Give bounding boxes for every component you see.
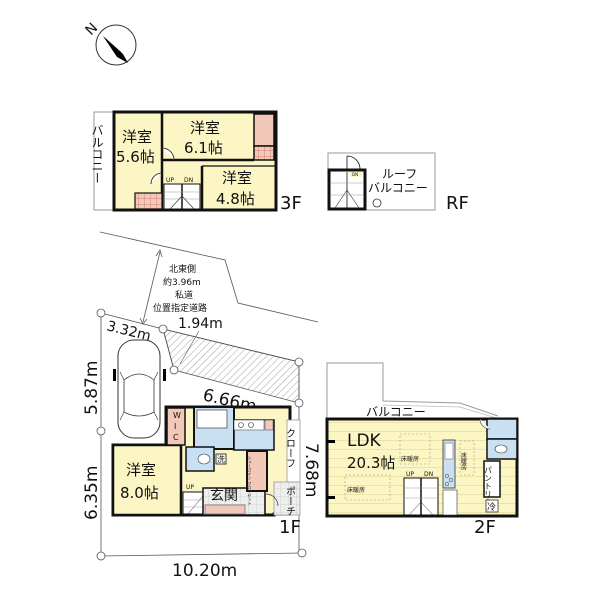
- dim-left-lower: 6.35m: [82, 466, 102, 520]
- washroom-mark: 洗: [217, 454, 225, 464]
- room-1f-8: [111, 443, 183, 517]
- room-3f-b-size: 6.1帖: [184, 139, 223, 157]
- balcony-3f-label: バルコニー: [90, 124, 104, 184]
- washroom-2f: [486, 418, 518, 440]
- stove-icon: [444, 473, 450, 479]
- stairs-3f-dn: DN: [184, 177, 193, 184]
- survey-point: [96, 551, 106, 561]
- floor-heating-area: [344, 474, 391, 501]
- pantry: [483, 460, 501, 498]
- floor-rf: DN ルーフ バルコニー RF: [327, 152, 469, 214]
- survey-point: [96, 308, 106, 318]
- room-3f-c-name: 洋室: [222, 169, 252, 187]
- walk-in-closet: [166, 407, 186, 446]
- road-label-4: 位置指定道路: [153, 302, 207, 314]
- fridge-icon: [485, 499, 499, 513]
- survey-point: [294, 357, 304, 367]
- closet-3f-a: [253, 113, 275, 147]
- floor-1f: W I C 洗 UP 玄関 シューズイン クローゼット クローフ: [111, 405, 301, 538]
- shoes-in-closet: [246, 450, 268, 492]
- road-boundary: [99, 231, 319, 323]
- toilet-icon: [494, 444, 508, 454]
- floor-1f-label: 1F: [279, 517, 301, 538]
- drain-icon: [372, 198, 382, 208]
- ldk-size: 20.3帖: [347, 454, 395, 472]
- floor-3f-label: 3F: [280, 193, 302, 214]
- room-1f-name: 洋室: [126, 461, 156, 479]
- roof-balcony-label-2: バルコニー: [368, 181, 428, 195]
- floor-3f: バルコニー UP DN 洋室 5.6帖 洋室 6.1帖 洋室 4.8帖 3F: [90, 110, 302, 214]
- wic-c: C: [173, 433, 179, 442]
- road-label-1: 北東側: [169, 263, 196, 275]
- road-label-2: 約3.96m: [163, 276, 201, 288]
- sink-icon: [248, 422, 254, 428]
- survey-point: [169, 365, 179, 375]
- porch-label: ポーチ: [284, 486, 296, 516]
- wic-w: W: [173, 411, 181, 420]
- sink-icon: [238, 422, 244, 428]
- room-3f-a-name: 洋室: [122, 128, 152, 146]
- pantry-label: パントリー: [484, 466, 493, 506]
- dim-top-mid: 1.94m: [178, 316, 223, 332]
- roof-balcony-label-1: ルーフ: [382, 167, 417, 181]
- floor-2f-label: 2F: [474, 517, 496, 538]
- shoes-closet-label: シューズイン クローゼット: [248, 456, 253, 506]
- survey-point: [96, 426, 106, 436]
- kitchen-sink-icon: [444, 442, 454, 460]
- dim-left-upper: 5.87m: [82, 361, 102, 415]
- entrance-label: 玄関: [210, 487, 238, 504]
- dim-bottom: 10.20m: [172, 561, 237, 581]
- car-icon: [113, 339, 166, 439]
- room-3f-c-size: 4.8帖: [216, 190, 255, 208]
- stairs-3f-up: UP: [166, 177, 174, 184]
- road-label-3: 私道: [175, 289, 193, 301]
- stairs-rf-dn: DN: [352, 172, 358, 177]
- dim-right: 7.68m: [301, 443, 321, 497]
- floor-heating-3: 床暖房: [460, 451, 467, 471]
- balcony-2f-label: バルコニー: [366, 405, 426, 419]
- room-1f-size: 8.0帖: [120, 484, 159, 502]
- closet-1f-label: クローフ: [284, 428, 295, 468]
- survey-point: [297, 548, 307, 558]
- lot-bottom-edge: [100, 552, 303, 557]
- compass: N: [83, 20, 137, 66]
- closet-3f-b: [134, 192, 163, 210]
- room-3f-b-name: 洋室: [190, 119, 220, 137]
- bathtub-icon: [196, 409, 228, 429]
- room-3f-a-size: 5.6帖: [116, 148, 155, 166]
- survey-point: [158, 324, 168, 334]
- balcony-2f: [326, 362, 499, 418]
- wic-i: I: [174, 422, 176, 431]
- floor-heating-1: 床暖房: [401, 455, 419, 463]
- floor-heating-2: 床暖房: [347, 486, 365, 494]
- stairs-2f-dn: DN: [424, 471, 433, 478]
- ldk-name: LDK: [347, 431, 382, 451]
- floor-2f: バルコニー パントリー 冷 床暖房 床暖房 床暖房 UP DN: [325, 362, 519, 538]
- fridge-label: 冷: [487, 501, 496, 513]
- floor-rf-label: RF: [446, 193, 469, 214]
- floor-heating-area: [399, 433, 431, 465]
- stairs-1f: [182, 491, 204, 515]
- road-width-arrow: [142, 251, 161, 323]
- compass-circle: [95, 24, 137, 66]
- porch: [273, 481, 301, 516]
- stairs-1f-up: UP: [186, 484, 194, 491]
- stairs-2f-up: UP: [406, 471, 414, 478]
- survey-point: [294, 398, 304, 408]
- toilet-icon: [197, 453, 211, 465]
